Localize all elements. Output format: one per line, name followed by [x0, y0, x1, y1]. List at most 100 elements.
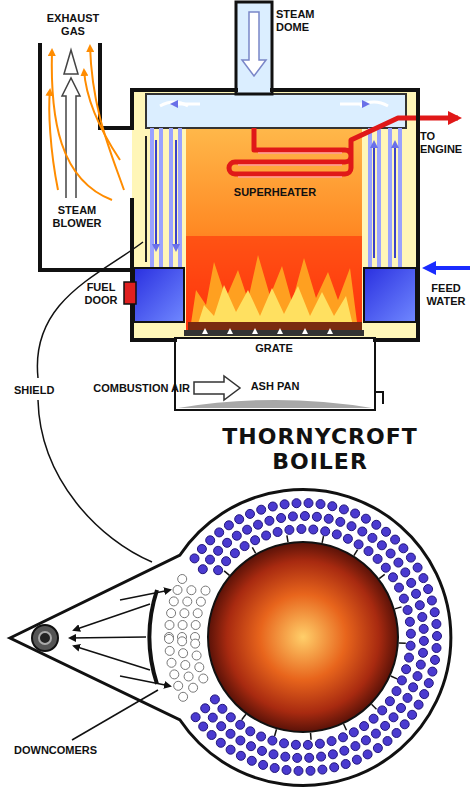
water-tube [351, 509, 360, 518]
downcomer-tube [201, 586, 210, 595]
water-tube [408, 710, 417, 719]
water-tube [226, 745, 235, 754]
water-tube [235, 515, 244, 524]
part-label: DOWNCOMERS [14, 744, 114, 757]
downcomer-tube [165, 646, 174, 655]
water-tube [339, 505, 348, 514]
water-tube [217, 722, 226, 731]
water-tube [273, 528, 282, 537]
gas-flow-tick [379, 574, 385, 578]
water-tube [419, 648, 428, 657]
water-tube [303, 740, 312, 749]
water-tube [214, 546, 223, 555]
water-tube [206, 536, 215, 545]
water-tube [214, 566, 223, 575]
water-tube [224, 521, 233, 530]
water-tube [318, 765, 327, 774]
gas-flow-tick [310, 733, 312, 740]
water-tube [265, 516, 274, 525]
water-tube [424, 585, 433, 594]
water-tube [328, 750, 337, 759]
downcomer-tube [195, 663, 204, 672]
water-tube [247, 756, 256, 765]
part-label: COMBUSTION AIR [84, 382, 190, 395]
water-tube [215, 528, 224, 537]
water-tube [321, 527, 330, 536]
water-tube [236, 751, 245, 760]
water-tube [207, 731, 216, 740]
water-tube [243, 525, 252, 534]
water-tube [268, 736, 277, 745]
water-tube [432, 644, 441, 653]
water-tube [327, 737, 336, 746]
part-label: SHIELD [14, 384, 64, 397]
water-tube [400, 720, 409, 729]
downcomer-tube [178, 621, 187, 630]
water-tube [198, 565, 207, 574]
water-tube [251, 536, 260, 545]
water-tube [351, 742, 360, 751]
water-tube [433, 632, 442, 641]
water-tube [361, 736, 370, 745]
water-tube [208, 713, 217, 722]
gas-flow-tick [224, 571, 229, 576]
downcomer-tube [165, 634, 174, 643]
water-tube [399, 594, 408, 603]
water-tube [232, 531, 241, 540]
water-tube [340, 746, 349, 755]
water-tube [392, 729, 401, 738]
water-tube [401, 568, 410, 577]
downcomer-tube [167, 609, 176, 618]
water-tube [282, 766, 291, 775]
water-tube [332, 530, 341, 539]
water-tube [430, 608, 439, 617]
gas-flow-tick [395, 607, 402, 609]
water-tube [352, 755, 361, 764]
water-tube [226, 713, 235, 722]
water-tube [247, 742, 256, 751]
part-label: STEAM BLOWER [44, 204, 110, 229]
water-tube [269, 750, 278, 759]
water-tube [386, 549, 395, 558]
water-tube [305, 753, 314, 762]
downcomer-tube [179, 692, 188, 701]
water-tube [369, 714, 378, 723]
water-tube [397, 676, 406, 685]
water-tube [405, 653, 414, 662]
downcomer-tube [199, 674, 208, 683]
downcomer-tube [178, 637, 187, 646]
water-tube [218, 704, 227, 713]
downcomer-tube [192, 651, 201, 660]
downcomer-tube [169, 597, 178, 606]
water-tube [432, 620, 441, 629]
water-tube [381, 721, 390, 730]
water-tube [258, 746, 267, 755]
water-tube [312, 512, 321, 521]
water-tube [259, 760, 268, 769]
water-tube [246, 727, 255, 736]
water-tube [262, 531, 271, 540]
downcomer-tube [181, 661, 190, 670]
diagram-title: THORNYCROFT BOILER [212, 424, 428, 475]
gas-flow-tick [399, 642, 406, 644]
downcomer-tube [165, 621, 174, 630]
water-tube [304, 499, 313, 508]
water-tube [372, 520, 381, 529]
water-tube [230, 549, 239, 558]
part-label: SUPERHEATER [222, 186, 328, 199]
downcomer-tube [196, 597, 205, 606]
water-tube [291, 740, 300, 749]
water-tube [360, 722, 369, 731]
water-tube [281, 752, 290, 761]
gas-flow-tick [275, 729, 277, 736]
water-tube [246, 509, 255, 518]
water-tube [341, 760, 350, 769]
water-tube [240, 542, 249, 551]
water-tube [191, 713, 200, 722]
water-tube [316, 500, 325, 509]
water-tube [363, 750, 372, 759]
water-tube [324, 514, 333, 523]
water-tube [197, 545, 206, 554]
downcomer-tube [187, 586, 196, 595]
